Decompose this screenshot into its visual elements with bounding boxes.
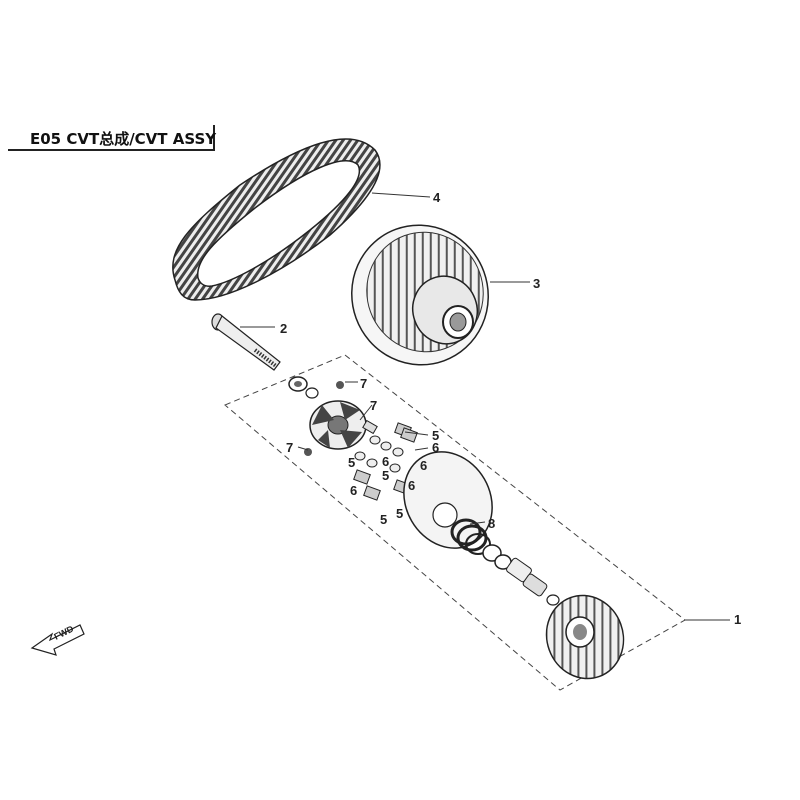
callout-6b: 6	[382, 454, 389, 469]
spring	[450, 518, 491, 555]
fixed-sheave	[545, 594, 625, 680]
drive-belt	[172, 138, 381, 301]
diagram-title: E05 CVT总成/CVT ASSY	[30, 130, 217, 148]
bolt	[211, 313, 281, 371]
callout-1: 1	[734, 612, 741, 627]
callout-6c: 6	[420, 458, 427, 473]
callout-5e: 5	[382, 468, 389, 483]
callout-6d: 6	[350, 483, 357, 498]
title-frame	[8, 124, 216, 152]
driven-clutch	[351, 224, 489, 366]
callout-6e: 6	[408, 478, 415, 493]
callout-3: 3	[533, 276, 540, 291]
callout-7b: 7	[370, 398, 377, 413]
callout-6a: 6	[432, 440, 439, 455]
callout-2: 2	[280, 321, 287, 336]
fwd-arrow-icon: FWD	[30, 623, 85, 656]
callout-8: 8	[488, 516, 495, 531]
callout-7c: 7	[286, 440, 293, 455]
callout-5b: 5	[348, 455, 355, 470]
callout-4: 4	[433, 190, 441, 205]
callout-5a: 5	[432, 428, 439, 443]
callout-5c: 5	[380, 512, 387, 527]
title-frame-border	[8, 125, 215, 151]
leader-lines	[240, 192, 730, 621]
callout-7a: 7	[360, 376, 367, 391]
callout-5d: 5	[396, 506, 403, 521]
drive-clutch-parts	[288, 376, 625, 680]
